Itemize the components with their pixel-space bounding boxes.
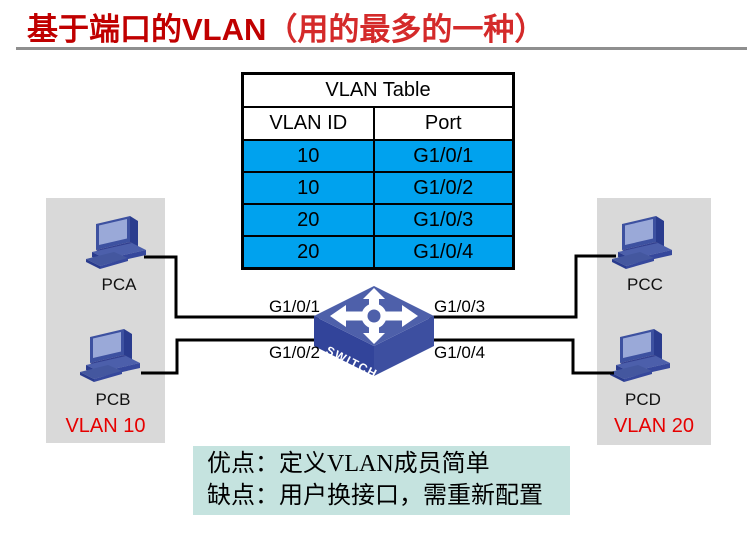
port-cell: G1/0/3 (372, 203, 515, 237)
pc-icon (610, 329, 670, 382)
table-row: 20 G1/0/3 (241, 203, 515, 237)
port-cell: G1/0/1 (372, 139, 515, 173)
table-row: 10 G1/0/1 (241, 139, 515, 173)
port-cell: G1/0/4 (372, 235, 515, 270)
pc-icon (80, 329, 140, 382)
vlan-table-col-vlanid: VLAN ID (241, 106, 375, 141)
switch-icon: SWITCH (314, 286, 434, 381)
vlan-id-cell: 20 (241, 235, 375, 270)
vlan-id-cell: 10 (241, 171, 375, 205)
notes-box: 优点：定义VLAN成员简单 缺点：用户换接口，需重新配置 (193, 446, 570, 515)
port-label-g104: G1/0/4 (434, 343, 486, 362)
cable-pcd-switch (408, 338, 614, 375)
page-title-main: 基于端口的VLAN (27, 12, 267, 47)
page-title: 基于端口的VLAN（用的最多的一种） (27, 4, 545, 49)
notes-line-advantage: 优点：定义VLAN成员简单 (207, 451, 490, 477)
vlan10-label: VLAN 10 (65, 415, 146, 437)
cable-pcb-switch (141, 338, 340, 375)
port-label-g103: G1/0/3 (434, 297, 486, 316)
vlan-id-cell: 10 (241, 139, 375, 173)
port-label-g102: G1/0/2 (268, 343, 320, 362)
table-row: 20 G1/0/4 (241, 235, 515, 270)
pc-icon (612, 216, 672, 269)
title-underline (16, 47, 747, 50)
vlan-table-col-port: Port (372, 106, 515, 141)
cable-pca-switch (144, 255, 340, 319)
pc-icon (86, 216, 146, 269)
switch-arrows-glyph (330, 288, 418, 344)
pcd-label: PCD (625, 390, 661, 409)
port-label-g101: G1/0/1 (268, 297, 320, 316)
vlan-table: VLAN Table VLAN ID Port 10 G1/0/1 10 G1/… (241, 72, 515, 270)
pcc-label: PCC (627, 275, 663, 294)
pcb-label: PCB (95, 390, 131, 409)
page-title-subtitle: （用的最多的一种） (266, 12, 546, 47)
notes-line-disadvantage: 缺点：用户换接口，需重新配置 (207, 483, 543, 509)
port-cell: G1/0/2 (372, 171, 515, 205)
table-row: 10 G1/0/2 (241, 171, 515, 205)
vlan-table-title: VLAN Table (241, 72, 515, 108)
vlan-id-cell: 20 (241, 203, 375, 237)
cable-pcc-switch (408, 254, 616, 319)
vlan20-label: VLAN 20 (613, 415, 695, 437)
pca-label: PCA (101, 275, 137, 294)
